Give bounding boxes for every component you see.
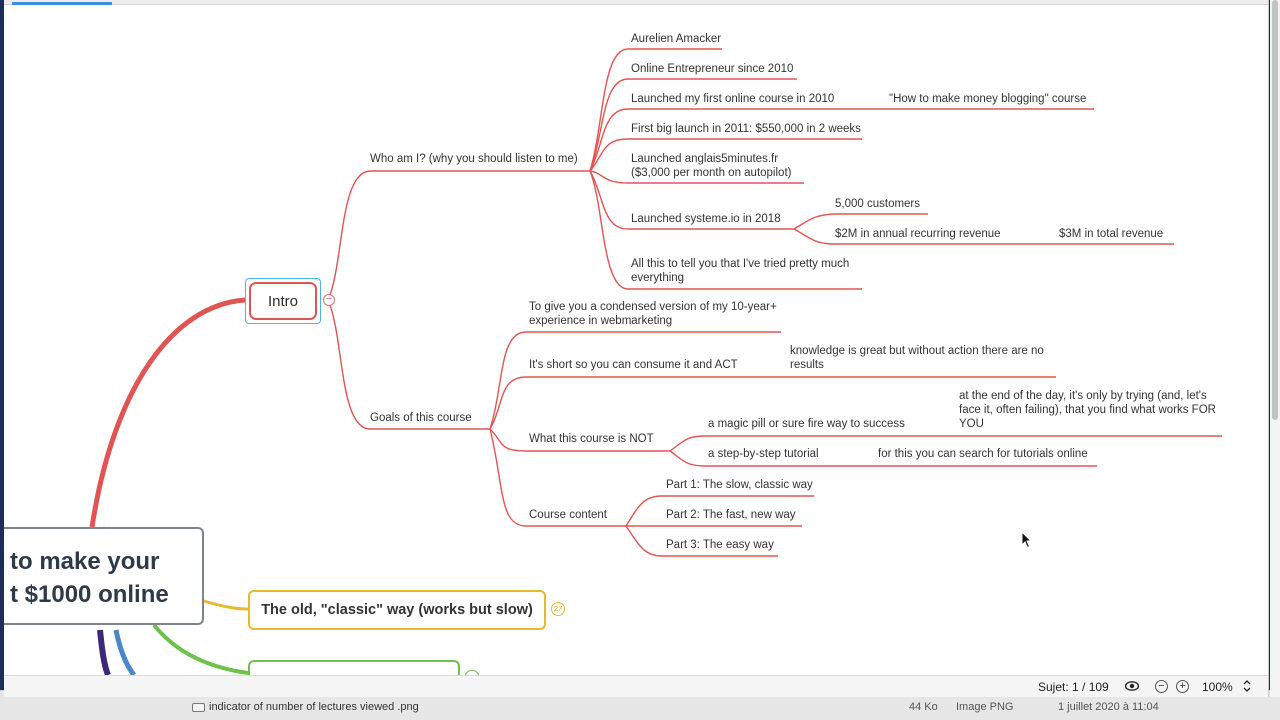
- subject-counter: Sujet: 1 / 109: [1038, 680, 1109, 694]
- green-topic-node[interactable]: [248, 660, 460, 675]
- topic-part2[interactable]: Part 2: The fast, new way: [666, 509, 796, 521]
- topic-total-revenue[interactable]: $3M in total revenue: [1059, 228, 1164, 240]
- topic-end-of-day[interactable]: at the end of the day, it's only by tryi…: [959, 390, 1216, 430]
- eye-icon[interactable]: [1124, 680, 1140, 694]
- status-bar: Sujet: 1 / 109 − + 100%: [4, 675, 1268, 697]
- topic-knowledge[interactable]: knowledge is great but without action th…: [790, 345, 1044, 371]
- topic-name[interactable]: Aurelien Amacker: [631, 33, 722, 45]
- old-way-topic-node[interactable]: The old, "classic" way (works but slow): [248, 590, 546, 630]
- finder-file-kind: Image PNG: [956, 701, 1014, 713]
- intro-topic-node[interactable]: Intro: [245, 278, 321, 324]
- tab-bar: [4, 0, 1268, 5]
- topic-magic-pill[interactable]: a magic pill or sure fire way to success: [708, 418, 905, 430]
- mouse-cursor-icon: [1021, 530, 1033, 554]
- zoom-out-button[interactable]: −: [1155, 680, 1168, 693]
- topic-part3[interactable]: Part 3: The easy way: [666, 539, 774, 551]
- vertical-scrollbar[interactable]: [1270, 0, 1280, 697]
- branch-blue: [113, 629, 136, 675]
- topic-search-tutorials[interactable]: for this you can search for tutorials on…: [878, 448, 1088, 460]
- branch-green: [152, 623, 249, 675]
- topic-systeme[interactable]: Launched systeme.io in 2018: [631, 213, 781, 225]
- topic-first-course-title[interactable]: "How to make money blogging" course: [889, 93, 1087, 105]
- finder-file-date: 1 juillet 2020 à 11:04: [1058, 701, 1159, 713]
- central-topic-line-1: to make your: [10, 548, 160, 575]
- topic-condensed[interactable]: To give you a condensed version of my 10…: [529, 301, 777, 327]
- topic-part1[interactable]: Part 1: The slow, classic way: [666, 479, 813, 491]
- mindmap-app-window: Who am I? (why you should listen to me) …: [4, 0, 1269, 697]
- finder-file-size: 44 Ko: [909, 701, 938, 713]
- scrollbar-thumb[interactable]: [1272, 0, 1278, 420]
- topic-recurring[interactable]: $2M in annual recurring revenue: [835, 228, 1001, 240]
- collapsed-count-badge[interactable]: 27: [551, 602, 565, 616]
- goals-label[interactable]: Goals of this course: [370, 412, 472, 424]
- active-tab-indicator[interactable]: [12, 2, 112, 5]
- zoom-in-button[interactable]: +: [1176, 680, 1189, 693]
- collapse-icon[interactable]: −: [323, 294, 335, 306]
- intro-topic-label: Intro: [249, 282, 317, 320]
- branch-navy: [97, 629, 111, 675]
- topic-step-by-step[interactable]: a step-by-step tutorial: [708, 448, 819, 460]
- png-file-icon: [192, 703, 205, 712]
- topic-anglais-line2[interactable]: ($3,000 per month on autopilot): [631, 167, 792, 179]
- who-am-i-label[interactable]: Who am I? (why you should listen to me): [370, 153, 578, 165]
- intro-subtree: [327, 48, 1222, 557]
- stepper-icon[interactable]: [1243, 679, 1251, 696]
- zoom-level[interactable]: 100%: [1202, 680, 1233, 694]
- topic-big-launch[interactable]: First big launch in 2011: $550,000 in 2 …: [631, 123, 861, 135]
- topic-what-not[interactable]: What this course is NOT: [529, 433, 654, 445]
- topic-customers[interactable]: 5,000 customers: [835, 198, 921, 210]
- topic-tried-everything[interactable]: All this to tell you that I've tried pre…: [631, 258, 850, 284]
- branch-yellow: [203, 599, 249, 611]
- old-way-topic-label: The old, "classic" way (works but slow): [261, 602, 533, 618]
- mindmap-connectors: [89, 48, 1222, 675]
- branch-intro: [89, 297, 246, 528]
- finder-file-name[interactable]: indicator of number of lectures viewed .…: [209, 701, 419, 713]
- topic-first-course[interactable]: Launched my first online course in 2010: [631, 93, 835, 105]
- topic-entrepreneur[interactable]: Online Entrepreneur since 2010: [631, 63, 794, 75]
- central-topic-line-2: t $1000 online: [10, 581, 169, 608]
- central-topic-node[interactable]: to make your t $1000 online: [4, 527, 204, 625]
- topic-anglais-line1[interactable]: Launched anglais5minutes.fr: [631, 153, 779, 165]
- topic-course-content[interactable]: Course content: [529, 509, 607, 521]
- mindmap-canvas[interactable]: Who am I? (why you should listen to me) …: [4, 5, 1268, 675]
- topic-short[interactable]: It's short so you can consume it and ACT: [529, 359, 738, 371]
